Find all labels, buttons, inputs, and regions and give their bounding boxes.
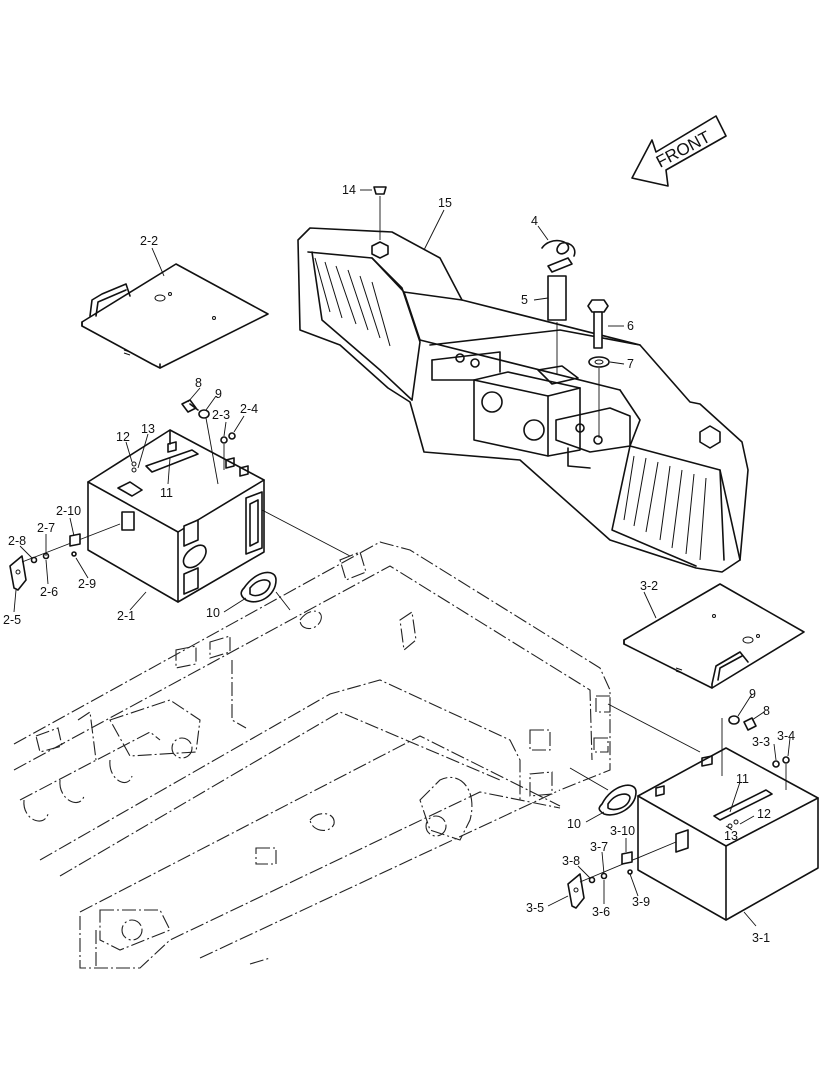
machine-frame <box>13 541 611 969</box>
callout-12-lower: 12 <box>757 807 771 821</box>
callout-3-6: 3-6 <box>592 905 610 919</box>
callout-2-1: 2-1 <box>117 609 135 623</box>
cover-3-2 <box>623 583 805 689</box>
callout-2-4: 2-4 <box>240 402 258 416</box>
counterweight <box>297 227 749 573</box>
callout-2-9: 2-9 <box>78 577 96 591</box>
part-4-clip <box>541 239 576 257</box>
callout-3-8: 3-8 <box>562 854 580 868</box>
front-label: FRONT <box>653 127 714 171</box>
part-5-pin <box>547 257 573 374</box>
callout-6: 6 <box>627 319 634 333</box>
leader-gasket-lower <box>569 767 609 791</box>
gasket-10-lower <box>598 784 637 816</box>
callout-3-4: 3-4 <box>777 729 795 743</box>
callout-3-5: 3-5 <box>526 901 544 915</box>
lock-assembly-3 <box>567 841 677 909</box>
callout-13-upper: 13 <box>141 422 155 436</box>
leader-box3-to-frame <box>607 703 701 753</box>
gasket-10-upper <box>240 571 277 603</box>
callout-15: 15 <box>438 196 452 210</box>
part-6-bolt <box>587 299 609 349</box>
part-8-9-lower <box>721 715 757 776</box>
callout-12-upper: 12 <box>116 430 130 444</box>
box-3-1 <box>637 747 819 921</box>
callout-11-lower: 11 <box>736 772 749 786</box>
callout-13-lower: 13 <box>724 829 738 843</box>
callout-3-1: 3-1 <box>752 931 770 945</box>
part-14-cap <box>373 186 387 240</box>
cover-2-2 <box>81 263 269 369</box>
leader-box2-to-frame <box>261 509 351 557</box>
callout-10-lower: 10 <box>567 817 581 831</box>
callout-7: 7 <box>627 357 634 371</box>
callout-2-8: 2-8 <box>8 534 26 548</box>
callout-leaders <box>13 189 791 927</box>
box-2-1 <box>87 429 265 603</box>
callout-11-upper: 11 <box>160 486 173 500</box>
callout-4: 4 <box>531 214 538 228</box>
callout-2-7: 2-7 <box>37 521 55 535</box>
callout-2-5: 2-5 <box>3 613 21 627</box>
callout-8-lower: 8 <box>763 704 770 718</box>
part-8-9-upper <box>181 399 219 485</box>
part-7-washer <box>588 356 610 438</box>
callout-14: 14 <box>342 183 356 197</box>
callout-2-10: 2-10 <box>56 504 81 518</box>
leader-gasket-upper <box>275 591 291 611</box>
callout-3-3: 3-3 <box>752 735 770 749</box>
callout-5: 5 <box>521 293 528 307</box>
callout-9-upper: 9 <box>215 387 222 401</box>
callout-3-10: 3-10 <box>610 824 635 838</box>
callout-3-2: 3-2 <box>640 579 658 593</box>
callout-2-2: 2-2 <box>140 234 158 248</box>
part-3-3-3-4 <box>772 756 790 790</box>
callout-labels: 14 15 4 5 6 7 2-2 8 9 2-3 2-4 12 13 11 2… <box>3 183 795 945</box>
callout-3-7: 3-7 <box>590 840 608 854</box>
callout-2-6: 2-6 <box>40 585 58 599</box>
callout-9-lower: 9 <box>749 687 756 701</box>
callout-2-3: 2-3 <box>212 408 230 422</box>
lock-assembly-2 <box>9 523 121 591</box>
front-arrow: FRONT <box>631 115 727 187</box>
callout-10-upper: 10 <box>206 606 220 620</box>
part-2-3-2-4 <box>220 432 236 470</box>
callout-3-9: 3-9 <box>632 895 650 909</box>
callout-8-upper: 8 <box>195 376 202 390</box>
